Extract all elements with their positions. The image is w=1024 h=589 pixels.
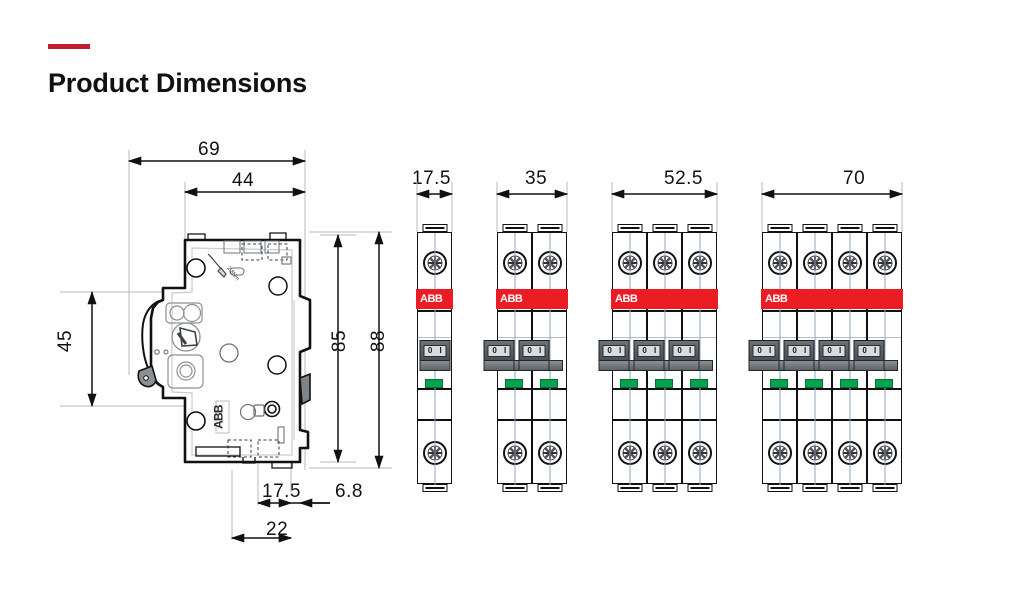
toggle-base [419, 360, 450, 371]
dim-label-depth-total: 69 [198, 139, 221, 160]
side-profile-outline: 2.8Nm ABB [137, 232, 312, 469]
toggle-mark-on: I [873, 346, 876, 355]
dim-label-two-pole-width: 35 [525, 168, 548, 189]
status-indicator-green [805, 379, 823, 388]
dim-label-three-pole-width: 52.5 [664, 168, 703, 189]
toggle-mark-on: I [503, 346, 506, 355]
toggle-mark-off: 0 [527, 346, 532, 355]
abb-brand-band: ABB [761, 289, 903, 309]
breaker-three-pole[interactable]: ABB 0 I 0 I 0 I [598, 224, 718, 492]
breaker-two-pole[interactable]: ABB 0 I 0 I [483, 224, 568, 492]
toggle-handle[interactable]: 0 I [518, 340, 550, 371]
toggle-window: 0 I [487, 345, 511, 357]
pole-centerline [699, 233, 700, 485]
toggle-mark-on: I [653, 346, 656, 355]
dim-label-rail-clip: 6.8 [335, 481, 363, 502]
status-indicator-green [690, 379, 708, 388]
din-rail-clip [293, 295, 311, 440]
toggle-mark-off: 0 [757, 346, 762, 355]
toggle-handle[interactable]: 0 I [783, 340, 815, 371]
abb-logo-text: ABB [765, 293, 788, 305]
pole-module [417, 224, 452, 492]
toggle-handle[interactable]: 0 I [633, 340, 665, 371]
toggle-handle[interactable]: 0 I [853, 340, 885, 371]
status-indicator-green [655, 379, 673, 388]
abb-brand-band: ABB [416, 289, 453, 309]
toggle-mark-on: I [538, 346, 541, 355]
toggle-base [518, 360, 550, 371]
toggle-mark-off: 0 [492, 346, 497, 355]
toggle-mark-on: I [838, 346, 841, 355]
toggle-head: 0 I [483, 340, 515, 361]
abb-logo-text: ABB [615, 293, 638, 305]
pole-centerline [884, 233, 885, 485]
toggle-handle[interactable]: 0 I [483, 340, 515, 371]
toggle-mark-off: 0 [677, 346, 682, 355]
toggle-head: 0 I [419, 340, 450, 361]
page-title: Product Dimensions [48, 68, 307, 98]
status-indicator-green [505, 379, 523, 388]
status-indicator-green [770, 379, 788, 388]
title-accent-bar [48, 44, 90, 49]
toggle-mark-off: 0 [862, 346, 867, 355]
pole-module [867, 224, 902, 492]
toggle-mark-off: 0 [642, 346, 647, 355]
pole-centerline [849, 233, 850, 485]
status-indicator-green [875, 379, 893, 388]
bottom-terminal-lug [422, 484, 447, 492]
toggle-handle[interactable]: 0 I [598, 340, 630, 371]
toggle-handle[interactable]: 0 I [419, 340, 450, 371]
side-toggle-handle [137, 299, 169, 388]
toggle-mark-off: 0 [427, 346, 432, 355]
side-body-abb-logo: ABB [212, 400, 230, 434]
toggle-mark-off: 0 [792, 346, 797, 355]
dim-label-depth-body: 44 [232, 170, 255, 191]
toggle-handle[interactable]: 0 I [668, 340, 700, 371]
toggle-window: 0 I [522, 345, 546, 357]
abb-logo-text: ABB [420, 293, 443, 305]
toggle-head: 0 I [518, 340, 550, 361]
breaker-four-pole[interactable]: ABB 0 I 0 I 0 I 0 I [748, 224, 903, 492]
toggle-window: 0 I [423, 345, 446, 357]
svg-text:ABB: ABB [212, 404, 226, 429]
toggle-handle[interactable]: 0 I [818, 340, 850, 371]
bottom-terminal-lug [537, 484, 562, 492]
rotary-dial [171, 322, 201, 352]
toggle-mark-on: I [803, 346, 806, 355]
toggle-mark-on: I [618, 346, 621, 355]
dim-label-four-pole-width: 70 [843, 168, 866, 189]
status-indicator-green [540, 379, 558, 388]
abb-brand-band: ABB [611, 289, 718, 309]
bottom-terminal-lug [502, 484, 527, 492]
status-indicator-green [425, 379, 443, 388]
abb-brand-band: ABB [496, 289, 568, 309]
toggle-mark-on: I [768, 346, 771, 355]
toggle-mark-off: 0 [827, 346, 832, 355]
top-terminal-lug [422, 224, 447, 232]
top-terminal-lug [502, 224, 527, 232]
toggle-handle[interactable]: 0 I [748, 340, 780, 371]
toggle-mark-on: I [439, 346, 442, 355]
status-indicator-green [840, 379, 858, 388]
pole-centerline [514, 233, 515, 485]
status-indicator-green [620, 379, 638, 388]
dim-label-one-pole-width: 17.5 [412, 168, 451, 189]
pole-module [532, 224, 567, 492]
toggle-mark-off: 0 [607, 346, 612, 355]
pole-centerline [549, 233, 550, 485]
pole-centerline [629, 233, 630, 485]
toggle-mark-on: I [688, 346, 691, 355]
pole-centerline [814, 233, 815, 485]
abb-logo-text: ABB [500, 293, 523, 305]
breaker-one-pole[interactable]: ABB 0 I [416, 224, 453, 492]
pole-centerline [779, 233, 780, 485]
toggle-base [483, 360, 515, 371]
dimension-lines [87, 156, 384, 543]
pole-centerline [664, 233, 665, 485]
top-terminal-lug [537, 224, 562, 232]
